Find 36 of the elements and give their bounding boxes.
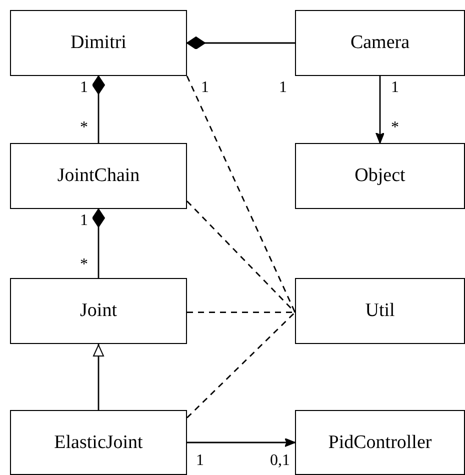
- arrow: [93, 344, 104, 410]
- composition-connector: [92, 208, 105, 278]
- class-name: ElasticJoint: [54, 432, 143, 454]
- class-name: Joint: [80, 300, 117, 322]
- multiplicity-label: 1: [80, 213, 88, 229]
- dependency-line: [186, 200, 296, 313]
- class-box: [295, 410, 465, 475]
- class-box: [295, 278, 465, 344]
- multiplicity-label: 1: [279, 80, 287, 96]
- class-name: Dimitri: [70, 32, 126, 54]
- class-name: PidController: [328, 432, 432, 454]
- class-name: Camera: [350, 32, 410, 54]
- composition-connector: [92, 76, 105, 143]
- multiplicity-label: *: [80, 120, 88, 136]
- multiplicity-label: 1: [80, 80, 88, 96]
- composition-connector: [186, 36, 295, 50]
- class-name: JointChain: [57, 165, 140, 187]
- class-box: [10, 278, 187, 344]
- dependency-line: [186, 76, 296, 313]
- class-box: [295, 10, 465, 76]
- multiplicity-label: *: [391, 120, 399, 136]
- class-box: [10, 410, 187, 475]
- multiplicity-label: 1: [391, 80, 399, 96]
- arrow: [187, 438, 296, 447]
- dependency-line: [186, 312, 296, 418]
- multiplicity-label: *: [80, 257, 88, 273]
- multiplicity-label: 1: [196, 453, 204, 469]
- class-name: Object: [354, 165, 406, 187]
- arrow: [376, 76, 384, 144]
- dependency-line: [187, 312, 295, 314]
- class-name: Util: [365, 300, 395, 322]
- class-box: [295, 143, 465, 209]
- multiplicity-label: 0,1: [270, 453, 290, 469]
- multiplicity-label: 1: [201, 80, 209, 96]
- class-box: [10, 10, 187, 76]
- class-box: [10, 143, 187, 209]
